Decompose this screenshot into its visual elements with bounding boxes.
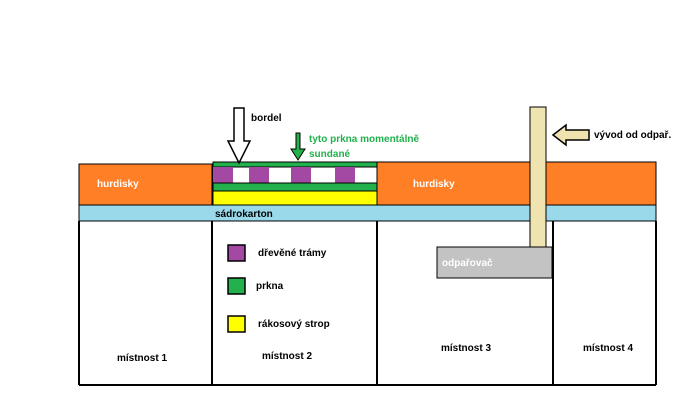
wood-beam-1 xyxy=(213,167,233,183)
room-label-3: místnost 3 xyxy=(441,343,491,354)
legend-swatch-reed-ceiling xyxy=(227,315,246,333)
legend-swatch-planks xyxy=(227,277,246,295)
label-hurdisky-right: hurdisky xyxy=(413,179,455,190)
legend-swatch-wood-beams xyxy=(227,244,246,262)
label-sadrokarton: sádrokarton xyxy=(215,209,273,220)
legend-label-reed-ceiling: rákosový strop xyxy=(258,319,330,330)
label-hurdisky-left: hurdisky xyxy=(97,179,139,190)
label-planks-removed-line2: sundané xyxy=(309,149,351,160)
room-label-1: místnost 1 xyxy=(117,353,167,364)
planks-removed-arrow-icon xyxy=(290,132,306,161)
room-walls xyxy=(78,221,657,386)
label-odparovac: odpařovač xyxy=(442,258,493,269)
label-bordel: bordel xyxy=(251,113,282,124)
wood-beam-2 xyxy=(249,167,269,183)
room-label-4: místnost 4 xyxy=(583,343,633,354)
sadrokarton-strip xyxy=(78,204,657,222)
bordel-arrow-icon xyxy=(226,107,252,165)
wood-beam-4 xyxy=(335,167,355,183)
planks-bottom-layer xyxy=(212,182,378,192)
wood-beam-3 xyxy=(291,167,311,183)
legend-label-wood-beams: dřevěné trámy xyxy=(258,248,327,259)
exhaust-arrow-icon xyxy=(551,123,590,147)
room-label-2: místnost 2 xyxy=(262,351,312,362)
room2-ceiling-layers xyxy=(212,161,378,206)
exhaust-pipe xyxy=(529,106,547,248)
reed-ceiling-layer xyxy=(212,190,378,206)
label-exhaust-outlet: vývod od odpař. xyxy=(594,130,671,141)
evaporator-box xyxy=(436,246,553,279)
legend: dřevěné trámy prkna rákosový strop xyxy=(227,244,330,333)
planks-top-layer xyxy=(212,161,378,168)
label-planks-removed-line1: tyto prkna momentálně xyxy=(309,134,419,145)
legend-label-planks: prkna xyxy=(256,281,284,292)
